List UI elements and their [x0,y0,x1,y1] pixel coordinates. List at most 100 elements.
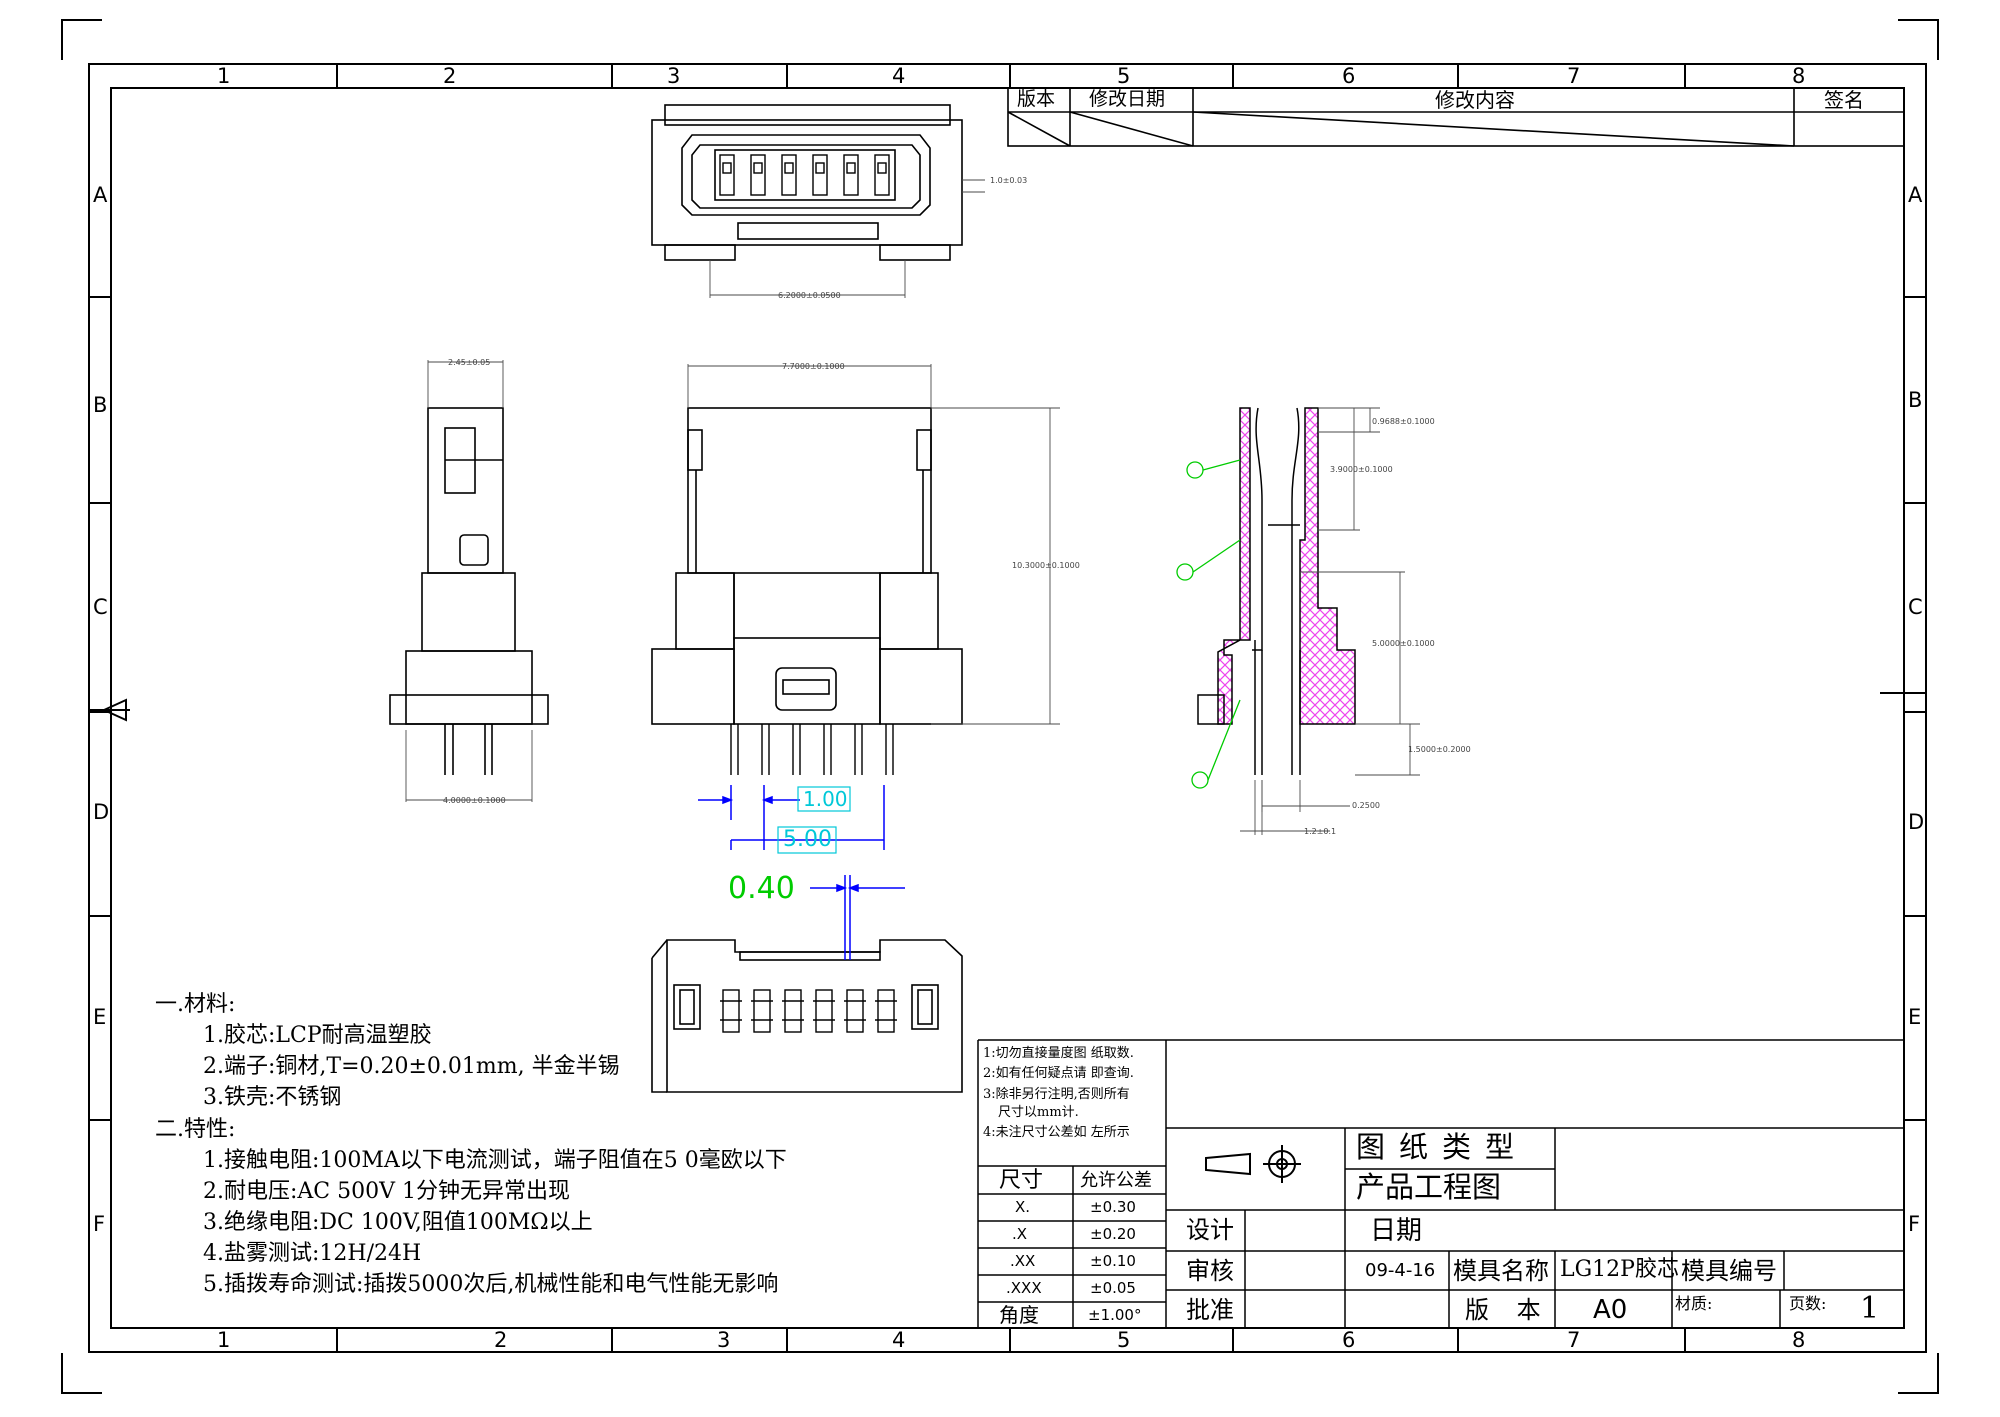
top-view [651,104,963,261]
top-pin-contact [877,162,887,174]
col-label-2: 2 [443,64,457,88]
notes-property-item-4: 4.盐雾测试:12H/24H [203,1241,422,1266]
version-label: 版 本 [1465,1296,1551,1324]
col-label-7: 7 [1567,64,1581,88]
tolerance-size-5: 角度 [999,1303,1039,1327]
bottom-view [651,939,963,1093]
top-view-pins [719,154,890,196]
pages-value: 1 [1860,1291,1880,1326]
notes-property-title: 二.特性: [155,1117,236,1142]
top-pin [719,154,735,196]
top-pin [812,154,828,196]
revision-version-label: 版本 [1017,88,1056,110]
top-pin-contact [846,162,856,174]
top-pin-contact [722,162,732,174]
front-view-pins [730,724,894,775]
date-label: 日期 [1370,1216,1423,1246]
date-value: 09-4-16 [1365,1260,1436,1281]
col-label-2-bottom: 2 [494,1328,508,1352]
row-label-d-right: D [1908,810,1925,834]
title-block-lines [977,1039,1904,1328]
dim-section-top: 0.9688±0.1000 [1372,417,1435,426]
bottom-pin [815,989,833,1033]
col-label-5: 5 [1117,64,1131,88]
top-pin [750,154,766,196]
section-view [1176,407,1356,789]
revision-content-label: 修改内容 [1435,88,1515,112]
check-label: 审核 [1186,1257,1234,1285]
dim-section-h3: 1.5000±0.2000 [1408,745,1471,754]
row-label-f-right: F [1908,1212,1921,1236]
top-pin [874,154,890,196]
pages-label: 页数: [1789,1294,1827,1313]
top-pin-contact [784,162,794,174]
dim-pitch-1: 1.00 [803,787,848,811]
pitch-boxes [777,786,851,854]
col-label-8-bottom: 8 [1792,1328,1806,1352]
row-label-b: B [93,393,108,417]
material-label: 材质: [1675,1294,1713,1313]
row-label-f: F [93,1212,106,1236]
top-pin [781,154,797,196]
row-label-b-right: B [1908,388,1923,412]
instruction-1: 1:切勿直接量度图 纸取数. [983,1046,1134,1061]
bottom-pin [877,989,895,1033]
row-label-e: E [93,1005,107,1029]
tolerance-tol-5: ±1.00° [1088,1306,1142,1324]
col-label-7-bottom: 7 [1567,1328,1581,1352]
dim-pitch-5: 5.00 [783,827,832,852]
revision-block-lines [1007,87,1905,147]
drawing-type-label: 图纸类型 [1356,1130,1529,1164]
mold-name-value: LG12P胶芯 [1560,1257,1679,1282]
row-label-d: D [93,800,110,824]
bottom-pin [753,989,771,1033]
frame-ticks [89,64,1926,1352]
bottom-view-pins [720,989,897,1033]
col-label-8: 8 [1792,64,1806,88]
notes-material-item-3: 3.铁壳:不锈钢 [203,1085,342,1110]
dim-top-width: 6.2000±0.0500 [778,291,841,300]
dim-side-width: 2.45±0.05 [448,358,491,367]
row-label-a-right: A [1908,183,1923,207]
instruction-3: 3:除非另行注明,否则所有 [983,1087,1130,1102]
dim-section-h2: 5.0000±0.1000 [1372,639,1435,648]
dim-section-h1: 3.9000±0.1000 [1330,465,1393,474]
notes-property-item-3: 3.绝缘电阻:DC 100V,阻值100MΩ以上 [203,1210,593,1235]
revision-date-label: 修改日期 [1089,88,1166,110]
col-label-6-bottom: 6 [1342,1328,1356,1352]
dim-side-base: 4.0000±0.1000 [443,796,506,805]
tolerance-size-4: .XXX [1006,1279,1042,1297]
notes-property-item-1: 1.接触电阻:100MA以下电流测试，端子阻值在5 0毫欧以下 [203,1148,787,1173]
instruction-5: 4:未注尺寸公差如 左所示 [983,1125,1130,1140]
bottom-pin [722,989,740,1033]
version-value: A0 [1593,1295,1628,1325]
instruction-4: 尺寸以mm计. [998,1105,1079,1120]
revision-sign-label: 签名 [1824,88,1864,112]
top-pin [843,154,859,196]
bottom-pin [784,989,802,1033]
col-label-3: 3 [667,64,681,88]
dim-front-width: 7.7000±0.1000 [782,362,845,371]
design-label: 设计 [1186,1216,1234,1244]
col-label-1-bottom: 1 [217,1328,231,1352]
notes-property-item-2: 2.耐电压:AC 500V 1分钟无异常出现 [203,1179,570,1204]
tolerance-tol-1: ±0.30 [1090,1198,1136,1216]
approve-label: 批准 [1186,1296,1234,1324]
notes-property-item-5: 5.插拨寿命测试:插拨5000次后,机械性能和电气性能无影响 [203,1272,779,1297]
col-label-1: 1 [217,64,231,88]
row-label-a: A [93,183,108,207]
col-label-3-bottom: 3 [717,1328,731,1352]
projection-symbol [1205,1145,1301,1183]
dim-section-w1: 0.2500 [1352,801,1380,810]
row-label-e-right: E [1908,1005,1922,1029]
dimension-lines [405,179,1420,835]
tolerance-tol-3: ±0.10 [1090,1252,1136,1270]
row-label-c: C [93,595,108,619]
front-view [651,407,963,725]
row-label-c-right: C [1908,595,1923,619]
dim-pin-width: 0.40 [728,871,795,906]
tolerance-header-tol: 允许公差 [1080,1170,1152,1191]
col-label-6: 6 [1342,64,1356,88]
